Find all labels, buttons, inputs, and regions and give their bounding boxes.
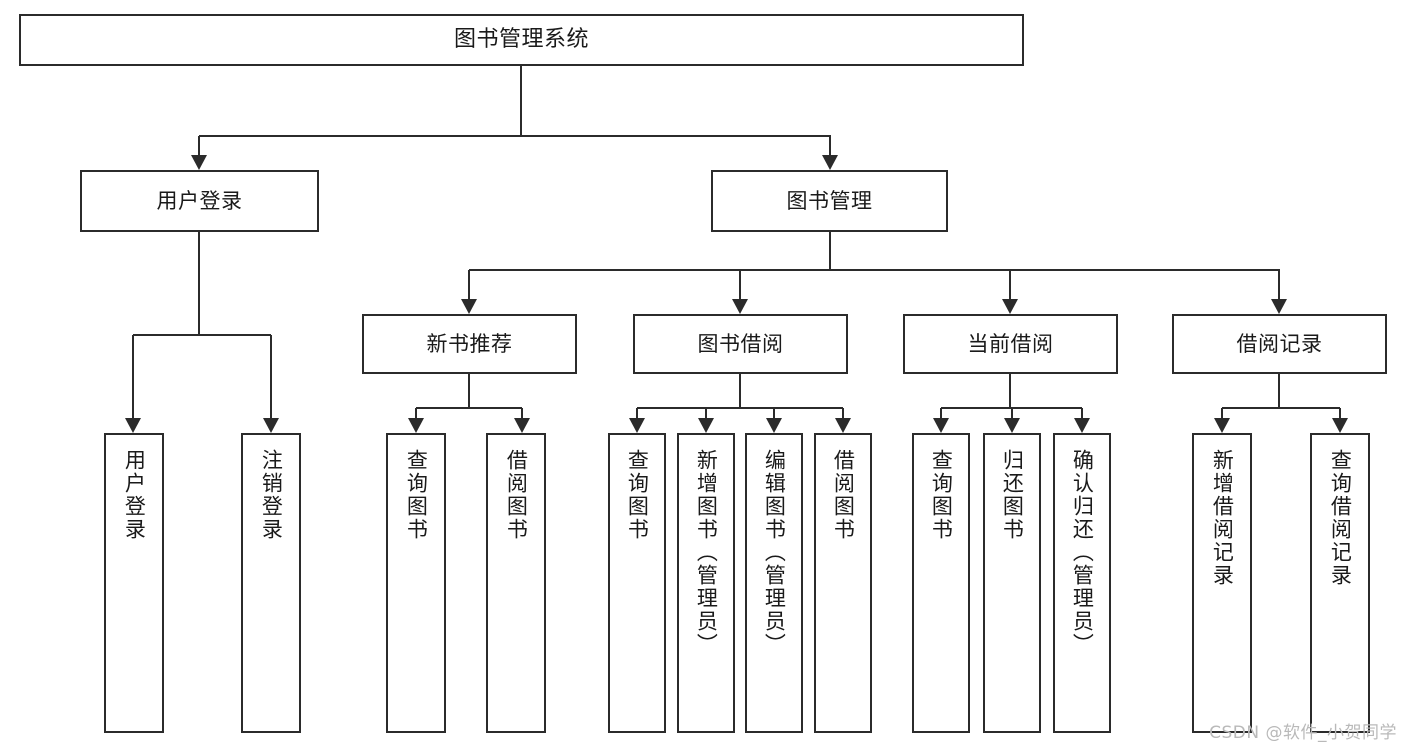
sub-stem-0 [467, 374, 471, 408]
node-label: 图书借阅 [697, 331, 784, 356]
node-label: 图书管理系统 [453, 27, 589, 53]
user-login-bar [133, 333, 271, 337]
node-leaf-user-login[interactable]: 用户登录 [104, 433, 164, 733]
root-to-user-login-stem [197, 136, 201, 158]
book-manage-to-current-borrow-head [1002, 299, 1018, 314]
sub-2-to-leaf-1-stem [1010, 408, 1014, 421]
node-leaf-borrow-book-2[interactable]: 借阅图书 [814, 433, 872, 733]
node-label: 用户登录 [122, 449, 147, 541]
node-label: 归还图书 [1000, 449, 1025, 541]
sub-stem-3 [1277, 374, 1281, 408]
sub-1-to-leaf-1-stem [704, 408, 708, 421]
node-leaf-confirm-return[interactable]: 确认归还（管理员） [1053, 433, 1111, 733]
book-manage-to-new-book-rec-head [461, 299, 477, 314]
node-leaf-add-record[interactable]: 新增借阅记录 [1192, 433, 1252, 733]
node-label: 新增图书（管理员） [694, 449, 719, 656]
sub-3-to-leaf-1-head [1332, 418, 1348, 433]
node-user-login[interactable]: 用户登录 [80, 170, 319, 232]
sub-3-to-leaf-1-stem [1338, 408, 1342, 421]
user-login-to-leaf-0-head [125, 418, 141, 433]
sub-2-to-leaf-0-head [933, 418, 949, 433]
node-book-manage[interactable]: 图书管理 [711, 170, 948, 232]
sub-2-to-leaf-0-stem [939, 408, 943, 421]
user-login-to-leaf-0-stem [131, 335, 135, 421]
node-label: 用户登录 [156, 188, 243, 213]
book-manage-bar [469, 268, 1280, 272]
sub-0-to-leaf-0-stem [414, 408, 418, 421]
watermark-text: CSDN @软件_小贺同学 [1209, 723, 1397, 743]
book-manage-to-current-borrow-stem [1008, 270, 1012, 302]
node-label: 借阅记录 [1236, 331, 1323, 356]
node-root[interactable]: 图书管理系统 [19, 14, 1024, 66]
node-label: 借阅图书 [831, 449, 856, 541]
node-current-borrow[interactable]: 当前借阅 [903, 314, 1118, 374]
node-leaf-query-book-1[interactable]: 查询图书 [386, 433, 446, 733]
node-label: 注销登录 [259, 449, 284, 541]
sub-bar-1 [637, 406, 843, 410]
root-to-user-login-head [191, 155, 207, 170]
sub-1-to-leaf-2-head [766, 418, 782, 433]
sub-3-to-leaf-0-head [1214, 418, 1230, 433]
book-manage-to-new-book-rec-stem [467, 270, 471, 302]
node-label: 当前借阅 [967, 331, 1054, 356]
sub-bar-0 [416, 406, 522, 410]
node-label: 查询图书 [625, 449, 650, 541]
sub-0-to-leaf-1-head [514, 418, 530, 433]
node-new-book-rec[interactable]: 新书推荐 [362, 314, 577, 374]
book-manage-to-book-borrow-head [732, 299, 748, 314]
root-to-book-manage-stem [828, 136, 832, 158]
node-label: 借阅图书 [504, 449, 529, 541]
root-bar [199, 134, 831, 138]
node-leaf-query-record[interactable]: 查询借阅记录 [1310, 433, 1370, 733]
sub-1-to-leaf-1-head [698, 418, 714, 433]
sub-3-to-leaf-0-stem [1220, 408, 1224, 421]
sub-bar-3 [1222, 406, 1340, 410]
node-label: 新增借阅记录 [1210, 449, 1235, 587]
sub-0-to-leaf-1-stem [520, 408, 524, 421]
book-manage-to-borrow-record-stem [1277, 270, 1281, 302]
node-leaf-edit-book[interactable]: 编辑图书（管理员） [745, 433, 803, 733]
node-label: 确认归还（管理员） [1070, 449, 1095, 656]
user-login-to-leaf-1-head [263, 418, 279, 433]
user-login-stem [197, 232, 201, 335]
node-leaf-query-book-2[interactable]: 查询图书 [608, 433, 666, 733]
node-label: 查询图书 [404, 449, 429, 541]
sub-2-to-leaf-2-stem [1080, 408, 1084, 421]
sub-stem-1 [738, 374, 742, 408]
book-manage-to-book-borrow-stem [738, 270, 742, 302]
node-label: 编辑图书（管理员） [762, 449, 787, 656]
node-book-borrow[interactable]: 图书借阅 [633, 314, 848, 374]
sub-1-to-leaf-3-head [835, 418, 851, 433]
sub-stem-2 [1008, 374, 1012, 408]
node-label: 查询借阅记录 [1328, 449, 1353, 587]
node-leaf-borrow-book-1[interactable]: 借阅图书 [486, 433, 546, 733]
node-leaf-add-book[interactable]: 新增图书（管理员） [677, 433, 735, 733]
sub-1-to-leaf-3-stem [841, 408, 845, 421]
node-leaf-return-book[interactable]: 归还图书 [983, 433, 1041, 733]
node-leaf-user-logout[interactable]: 注销登录 [241, 433, 301, 733]
sub-1-to-leaf-2-stem [772, 408, 776, 421]
node-label: 图书管理 [786, 188, 873, 213]
book-manage-stem [828, 232, 832, 270]
sub-1-to-leaf-0-stem [635, 408, 639, 421]
book-manage-to-borrow-record-head [1271, 299, 1287, 314]
node-label: 查询图书 [929, 449, 954, 541]
node-borrow-record[interactable]: 借阅记录 [1172, 314, 1387, 374]
sub-0-to-leaf-0-head [408, 418, 424, 433]
sub-2-to-leaf-1-head [1004, 418, 1020, 433]
root-to-book-manage-head [822, 155, 838, 170]
node-leaf-query-book-3[interactable]: 查询图书 [912, 433, 970, 733]
node-label: 新书推荐 [426, 331, 513, 356]
user-login-to-leaf-1-stem [269, 335, 273, 421]
sub-2-to-leaf-2-head [1074, 418, 1090, 433]
root-stem [519, 66, 523, 136]
sub-1-to-leaf-0-head [629, 418, 645, 433]
